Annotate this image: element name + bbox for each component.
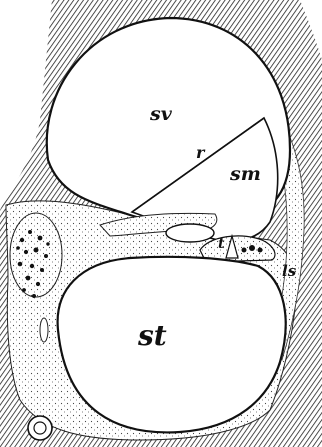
vessel — [40, 318, 48, 342]
label-sm: sm — [229, 163, 261, 185]
label-sv: sv — [149, 103, 173, 125]
label-t: t — [218, 236, 225, 252]
label-st: st — [137, 319, 167, 352]
spiral-ganglion — [10, 213, 62, 298]
scala-tympani — [58, 257, 286, 433]
small-canal — [28, 416, 52, 440]
label-ls: ls — [282, 262, 297, 280]
